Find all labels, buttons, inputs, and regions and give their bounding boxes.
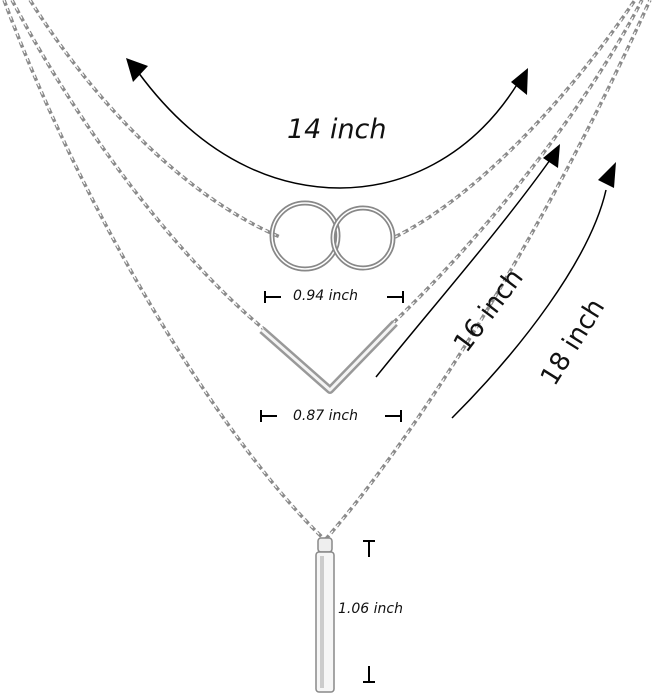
chain-16-inch <box>10 0 644 332</box>
chevron-pendant <box>259 320 398 394</box>
length-label-14: 14 inch <box>287 114 387 145</box>
width-label-chevron: 0.87 inch <box>293 408 358 424</box>
chain-18-inch <box>2 0 652 542</box>
length-arrow-16 <box>375 144 560 378</box>
bar-pendant <box>315 537 335 693</box>
length-arrow-18 <box>451 162 616 419</box>
width-label-circles: 0.94 inch <box>293 288 358 304</box>
chain-14-inch <box>28 0 637 239</box>
width-marker-chevron <box>260 410 402 422</box>
length-label-bar: 1.06 inch <box>338 601 403 617</box>
circles-pendant <box>269 200 396 272</box>
length-arrow-14 <box>126 58 528 189</box>
width-marker-circles <box>264 291 404 303</box>
height-marker-bar <box>363 540 375 683</box>
